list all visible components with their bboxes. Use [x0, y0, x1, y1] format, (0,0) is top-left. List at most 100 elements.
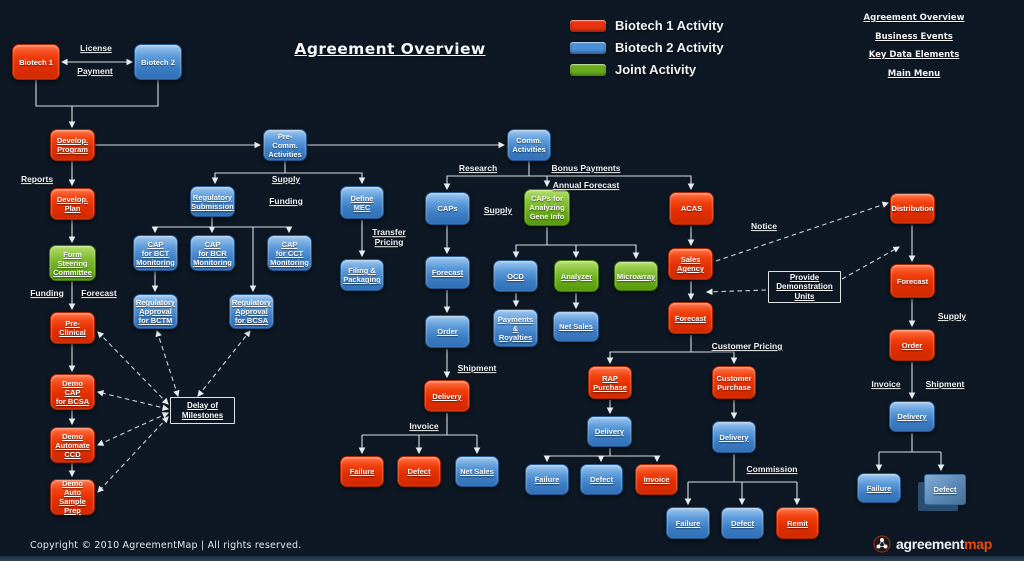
biotech-1-label: Biotech 1: [19, 57, 53, 67]
bonus-payments-label[interactable]: Bonus Payments: [551, 163, 621, 174]
defect-delivery-3[interactable]: Defect: [721, 507, 764, 539]
regulatory-approval-for-bctm[interactable]: Regulatory Approval for BCTM: [133, 294, 178, 329]
defect-delivery-4[interactable]: Defect: [924, 474, 966, 505]
connector: [211, 161, 286, 185]
demo-cap-for-bcsa[interactable]: Demo CAP for BCSA: [50, 374, 95, 410]
forecast-sales-agency[interactable]: Forecast: [668, 302, 713, 334]
microarray[interactable]: Microarray: [614, 261, 658, 291]
distribution[interactable]: Distribution: [890, 193, 935, 224]
regulatory-approval-for-bcsa[interactable]: Regulatory Approval for BCSA: [229, 294, 274, 329]
acas-label: ACAS: [680, 204, 703, 213]
joint-swatch: [570, 63, 606, 76]
nav-link-agreement-overview[interactable]: Agreement Overview: [863, 13, 965, 23]
caps-for-analyzing-gene-info[interactable]: CAPs for Analyzing Gene Info: [524, 189, 570, 226]
cap-for-bct-monitoring[interactable]: CAP for BCT Monitoring: [133, 235, 178, 271]
supply-label-2[interactable]: Supply: [483, 205, 513, 216]
customer-purchase-label: Customer Purchase: [716, 373, 752, 392]
cap-for-bcr-monitoring-label: CAP for BCR Monitoring: [193, 239, 232, 267]
funding-label-2[interactable]: Funding: [30, 288, 64, 299]
nav-link-key-data-elements[interactable]: Key Data Elements: [868, 50, 960, 60]
caps[interactable]: CAPs: [425, 192, 470, 225]
order-distribution[interactable]: Order: [889, 329, 935, 361]
cap-for-bcr-monitoring[interactable]: CAP for BCR Monitoring: [190, 235, 235, 271]
delivery-distribution[interactable]: Delivery: [889, 401, 935, 432]
agreementmap-logo-text: agreementmap: [896, 536, 992, 552]
provide-demonstration-units[interactable]: Provide Demonstration Units: [768, 271, 841, 303]
legend-item-biotech1: Biotech 1 Activity: [570, 18, 724, 33]
biotech-2[interactable]: Biotech 2: [134, 44, 182, 80]
rap-purchase[interactable]: RAP Purchase: [588, 366, 632, 399]
notice-label[interactable]: Notice: [751, 221, 777, 232]
caps-label: CAPs: [437, 204, 458, 213]
payments-royalties-label: Payments & Royalties: [497, 314, 534, 342]
shipment-label-1[interactable]: Shipment: [457, 363, 497, 374]
transfer-pricing-label[interactable]: Transfer Pricing: [372, 227, 406, 247]
connector: [547, 244, 640, 260]
regulatory-submission[interactable]: Regulatory Submission: [190, 186, 235, 217]
failure-delivery-1-label: Failure: [349, 467, 375, 476]
customer-pricing-label[interactable]: Customer Pricing: [711, 341, 783, 352]
research-label[interactable]: Research: [458, 163, 498, 174]
biotech-1[interactable]: Biotech 1: [12, 44, 60, 80]
forecast-caps[interactable]: Forecast: [425, 256, 470, 289]
invoice-delivery-2[interactable]: Invoice: [635, 464, 678, 495]
rap-purchase-label: RAP Purchase: [593, 373, 627, 392]
legend-label: Joint Activity: [615, 62, 697, 77]
analyzer-label: Analyzer: [560, 271, 593, 281]
failure-delivery-1[interactable]: Failure: [340, 456, 384, 487]
demo-automate-ccd[interactable]: Demo Automate CCD: [50, 427, 95, 463]
develop-program-label: Develop. Program: [56, 136, 89, 154]
failure-delivery-4-label: Failure: [866, 483, 892, 493]
reports-label[interactable]: Reports: [20, 174, 54, 185]
order-caps[interactable]: Order: [425, 315, 470, 348]
delivery-distribution-label: Delivery: [897, 412, 927, 421]
supply-label-1[interactable]: Supply: [271, 174, 301, 185]
annual-forecast-label[interactable]: Annual Forecast: [552, 180, 620, 191]
comm-activities[interactable]: Comm. Activities: [507, 129, 551, 161]
defect-delivery-1[interactable]: Defect: [397, 456, 441, 487]
failure-delivery-2[interactable]: Failure: [525, 464, 569, 495]
nav-link-main-menu[interactable]: Main Menu: [887, 68, 941, 79]
forecast-distribution[interactable]: Forecast: [890, 264, 935, 298]
payment-label[interactable]: Payment: [77, 66, 113, 77]
failure-delivery-3[interactable]: Failure: [666, 507, 710, 539]
commission-label[interactable]: Commission: [746, 464, 798, 475]
regulatory-approval-for-bctm-label: Regulatory Approval for BCTM: [135, 298, 176, 325]
develop-plan[interactable]: Develop. Plan: [50, 188, 95, 220]
invoice-label-2[interactable]: Invoice: [871, 379, 901, 390]
supply-label-3[interactable]: Supply: [937, 311, 967, 322]
delivery-order[interactable]: Delivery: [424, 380, 470, 412]
delivery-rap[interactable]: Delivery: [587, 416, 632, 447]
demo-auto-sample-prep[interactable]: Demo Auto Sample Prep: [50, 479, 95, 515]
nav-link-business-events[interactable]: Business Events: [875, 31, 953, 42]
cap-for-cct-monitoring-label: CAP for CCT Monitoring: [270, 239, 309, 267]
delivery-customer[interactable]: Delivery: [712, 421, 756, 453]
shipment-label-2[interactable]: Shipment: [925, 379, 965, 390]
legend-item-joint: Joint Activity: [570, 62, 724, 77]
agreementmap-logo[interactable]: agreementmap: [873, 535, 992, 553]
form-steering-committee[interactable]: Form Steering Committee: [49, 245, 96, 281]
defect-delivery-2[interactable]: Defect: [580, 464, 623, 495]
invoice-label-1[interactable]: Invoice: [409, 421, 439, 432]
filing-packaging[interactable]: Filing & Packaging: [340, 259, 384, 291]
payments-royalties[interactable]: Payments & Royalties: [493, 309, 538, 347]
net-sales-delivery-1[interactable]: Net Sales: [455, 456, 499, 487]
funding-label-1[interactable]: Funding: [269, 196, 303, 207]
pre-comm-activities[interactable]: Pre- Comm. Activities: [263, 129, 307, 161]
analyzer[interactable]: Analyzer: [554, 260, 599, 292]
pre-clinical[interactable]: Pre- Clinical: [50, 312, 95, 344]
failure-delivery-4[interactable]: Failure: [857, 473, 901, 503]
ocd[interactable]: OCD: [493, 260, 538, 292]
delay-of-milestones[interactable]: Delay of Milestones: [170, 397, 235, 424]
define-mec[interactable]: Define MEC: [340, 186, 384, 219]
acas[interactable]: ACAS: [669, 192, 714, 225]
develop-program[interactable]: Develop. Program: [50, 129, 95, 161]
net-sales-analyzer[interactable]: Net Sales: [553, 311, 599, 342]
sales-agency[interactable]: Sales Agency: [668, 248, 713, 280]
forecast-label[interactable]: Forecast: [81, 288, 117, 299]
cap-for-cct-monitoring[interactable]: CAP for CCT Monitoring: [267, 235, 312, 271]
customer-purchase[interactable]: Customer Purchase: [712, 366, 756, 399]
remit[interactable]: Remit: [776, 507, 819, 539]
license-label[interactable]: License: [80, 43, 112, 54]
